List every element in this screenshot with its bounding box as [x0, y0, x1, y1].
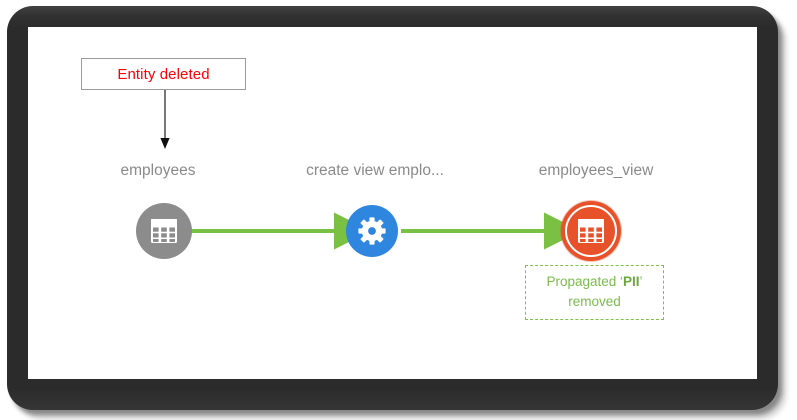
pii-annotation-term: PII: [623, 274, 640, 289]
lineage-canvas[interactable]: Entity deleted employees create view emp…: [28, 27, 757, 379]
entity-deleted-label: Entity deleted: [117, 65, 210, 83]
table-icon: [150, 218, 178, 244]
pii-annotation-box: Propagated ‘PII’ removed: [525, 265, 664, 320]
node-label-employees-view: employees_view: [538, 162, 654, 179]
table-icon: [577, 218, 605, 244]
pii-annotation-text: Propagated ‘PII’ removed: [546, 274, 642, 309]
selected-ring: [565, 205, 617, 257]
edge-employees-to-create-view[interactable]: [191, 211, 371, 251]
callout-connector-arrow: [159, 90, 171, 150]
pii-annotation-line2: removed: [568, 294, 621, 309]
edge-create-view-to-employees-view[interactable]: [401, 211, 581, 251]
node-create-view-employees[interactable]: [346, 205, 398, 257]
device-frame: Entity deleted employees create view emp…: [7, 6, 778, 410]
pii-annotation-suffix: ’: [639, 274, 643, 289]
node-label-create-view-employees: create view emplo...: [306, 162, 444, 179]
gear-icon: [358, 217, 386, 245]
node-employees-view[interactable]: [561, 201, 621, 261]
entity-deleted-callout: Entity deleted: [81, 58, 246, 90]
node-employees[interactable]: [136, 203, 192, 259]
node-label-employees: employees: [120, 162, 196, 179]
pii-annotation-prefix: Propagated ‘: [546, 274, 624, 289]
